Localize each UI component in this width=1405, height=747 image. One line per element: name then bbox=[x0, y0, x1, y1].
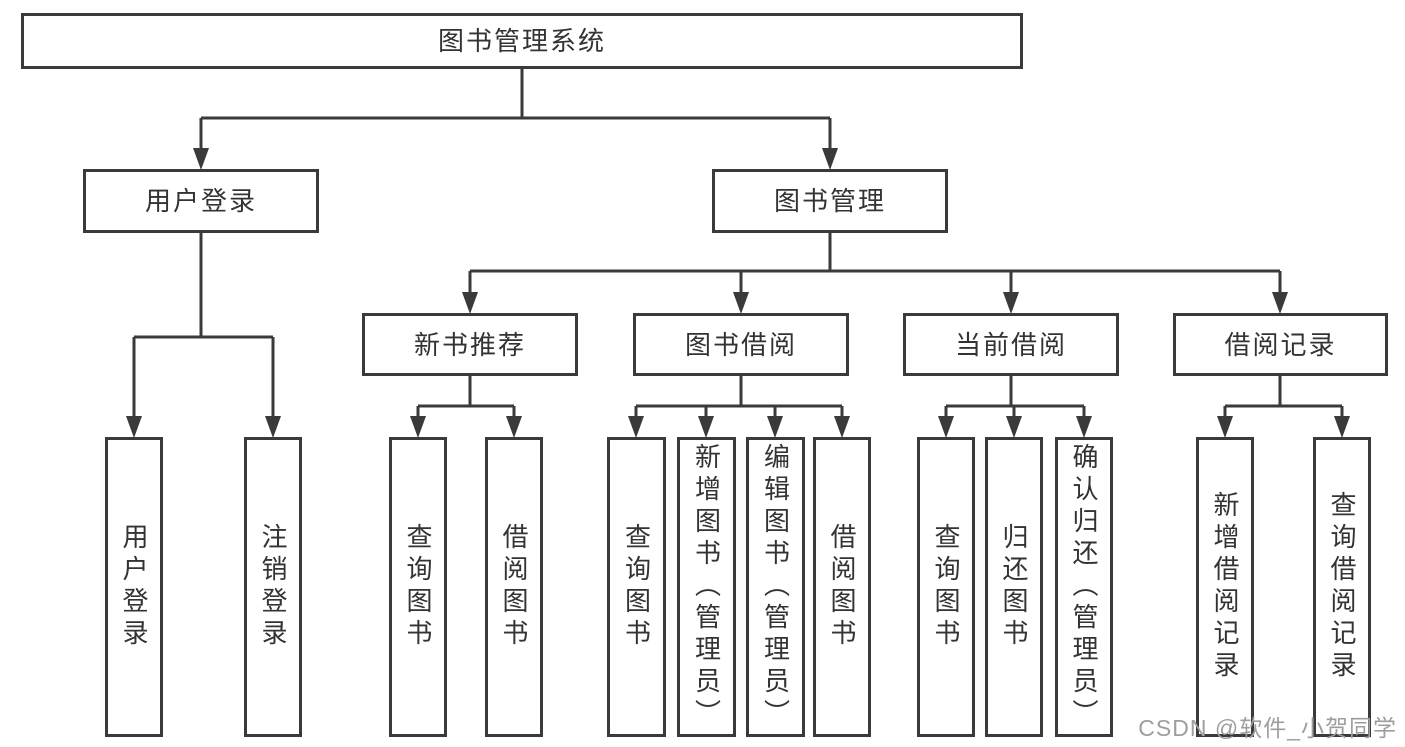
connector-current-borrow-children bbox=[938, 375, 1092, 438]
node-user-login-label: 用户登录 bbox=[144, 186, 257, 216]
node-br-query-record-label: 查询借阅记录 bbox=[1327, 491, 1357, 683]
node-nbr-borrow-book-label: 借阅图书 bbox=[499, 523, 529, 651]
connector-book-mgmt-sections bbox=[462, 233, 1288, 314]
node-new-book-rec-label: 新书推荐 bbox=[413, 329, 526, 360]
node-bb-add-book-admin-label: 新增图书（管理员） bbox=[691, 443, 722, 731]
node-current-borrow: 当前借阅 bbox=[903, 313, 1119, 376]
node-root: 图书管理系统 bbox=[21, 13, 1023, 69]
node-root-label: 图书管理系统 bbox=[437, 26, 606, 56]
node-borrow-record-label: 借阅记录 bbox=[1224, 329, 1337, 360]
node-bb-borrow-book: 借阅图书 bbox=[813, 437, 871, 737]
node-cb-query-book: 查询图书 bbox=[917, 437, 975, 737]
node-bb-edit-book-admin-label: 编辑图书（管理员） bbox=[760, 443, 791, 731]
connector-root-to-branches bbox=[193, 69, 838, 170]
node-bb-edit-book-admin: 编辑图书（管理员） bbox=[746, 437, 805, 737]
node-bb-add-book-admin: 新增图书（管理员） bbox=[677, 437, 736, 737]
node-bb-query-book-label: 查询图书 bbox=[621, 523, 652, 651]
node-br-add-record: 新增借阅记录 bbox=[1196, 437, 1254, 737]
node-user-login-leaf: 用户登录 bbox=[105, 437, 163, 737]
connector-user-login-children bbox=[126, 233, 281, 438]
node-book-mgmt: 图书管理 bbox=[712, 169, 948, 233]
node-cb-confirm-return-admin-label: 确认归还（管理员） bbox=[1069, 443, 1099, 731]
connector-book-borrow-children bbox=[628, 375, 850, 438]
node-logout: 注销登录 bbox=[244, 437, 302, 737]
node-cb-return-book: 归还图书 bbox=[985, 437, 1043, 737]
node-new-book-rec: 新书推荐 bbox=[362, 313, 578, 376]
node-nbr-query-book-label: 查询图书 bbox=[403, 523, 433, 651]
node-book-borrow-label: 图书借阅 bbox=[684, 329, 797, 360]
node-book-borrow: 图书借阅 bbox=[633, 313, 849, 376]
node-cb-return-book-label: 归还图书 bbox=[999, 523, 1029, 651]
node-bb-borrow-book-label: 借阅图书 bbox=[827, 523, 857, 651]
node-br-add-record-label: 新增借阅记录 bbox=[1210, 491, 1240, 683]
node-user-login-leaf-label: 用户登录 bbox=[119, 523, 149, 651]
connector-new-book-rec-children bbox=[410, 375, 522, 438]
node-current-borrow-label: 当前借阅 bbox=[954, 329, 1067, 360]
node-cb-confirm-return-admin: 确认归还（管理员） bbox=[1055, 437, 1113, 737]
node-br-query-record: 查询借阅记录 bbox=[1313, 437, 1371, 737]
connector-borrow-record-children bbox=[1217, 375, 1350, 438]
node-logout-label: 注销登录 bbox=[258, 523, 288, 651]
node-user-login: 用户登录 bbox=[83, 169, 319, 233]
node-borrow-record: 借阅记录 bbox=[1173, 313, 1388, 376]
node-nbr-query-book: 查询图书 bbox=[389, 437, 447, 737]
node-book-mgmt-label: 图书管理 bbox=[773, 186, 886, 216]
node-cb-query-book-label: 查询图书 bbox=[931, 523, 961, 651]
node-nbr-borrow-book: 借阅图书 bbox=[485, 437, 543, 737]
watermark: CSDN @软件_小贺同学 bbox=[1138, 715, 1397, 741]
node-bb-query-book: 查询图书 bbox=[607, 437, 666, 737]
